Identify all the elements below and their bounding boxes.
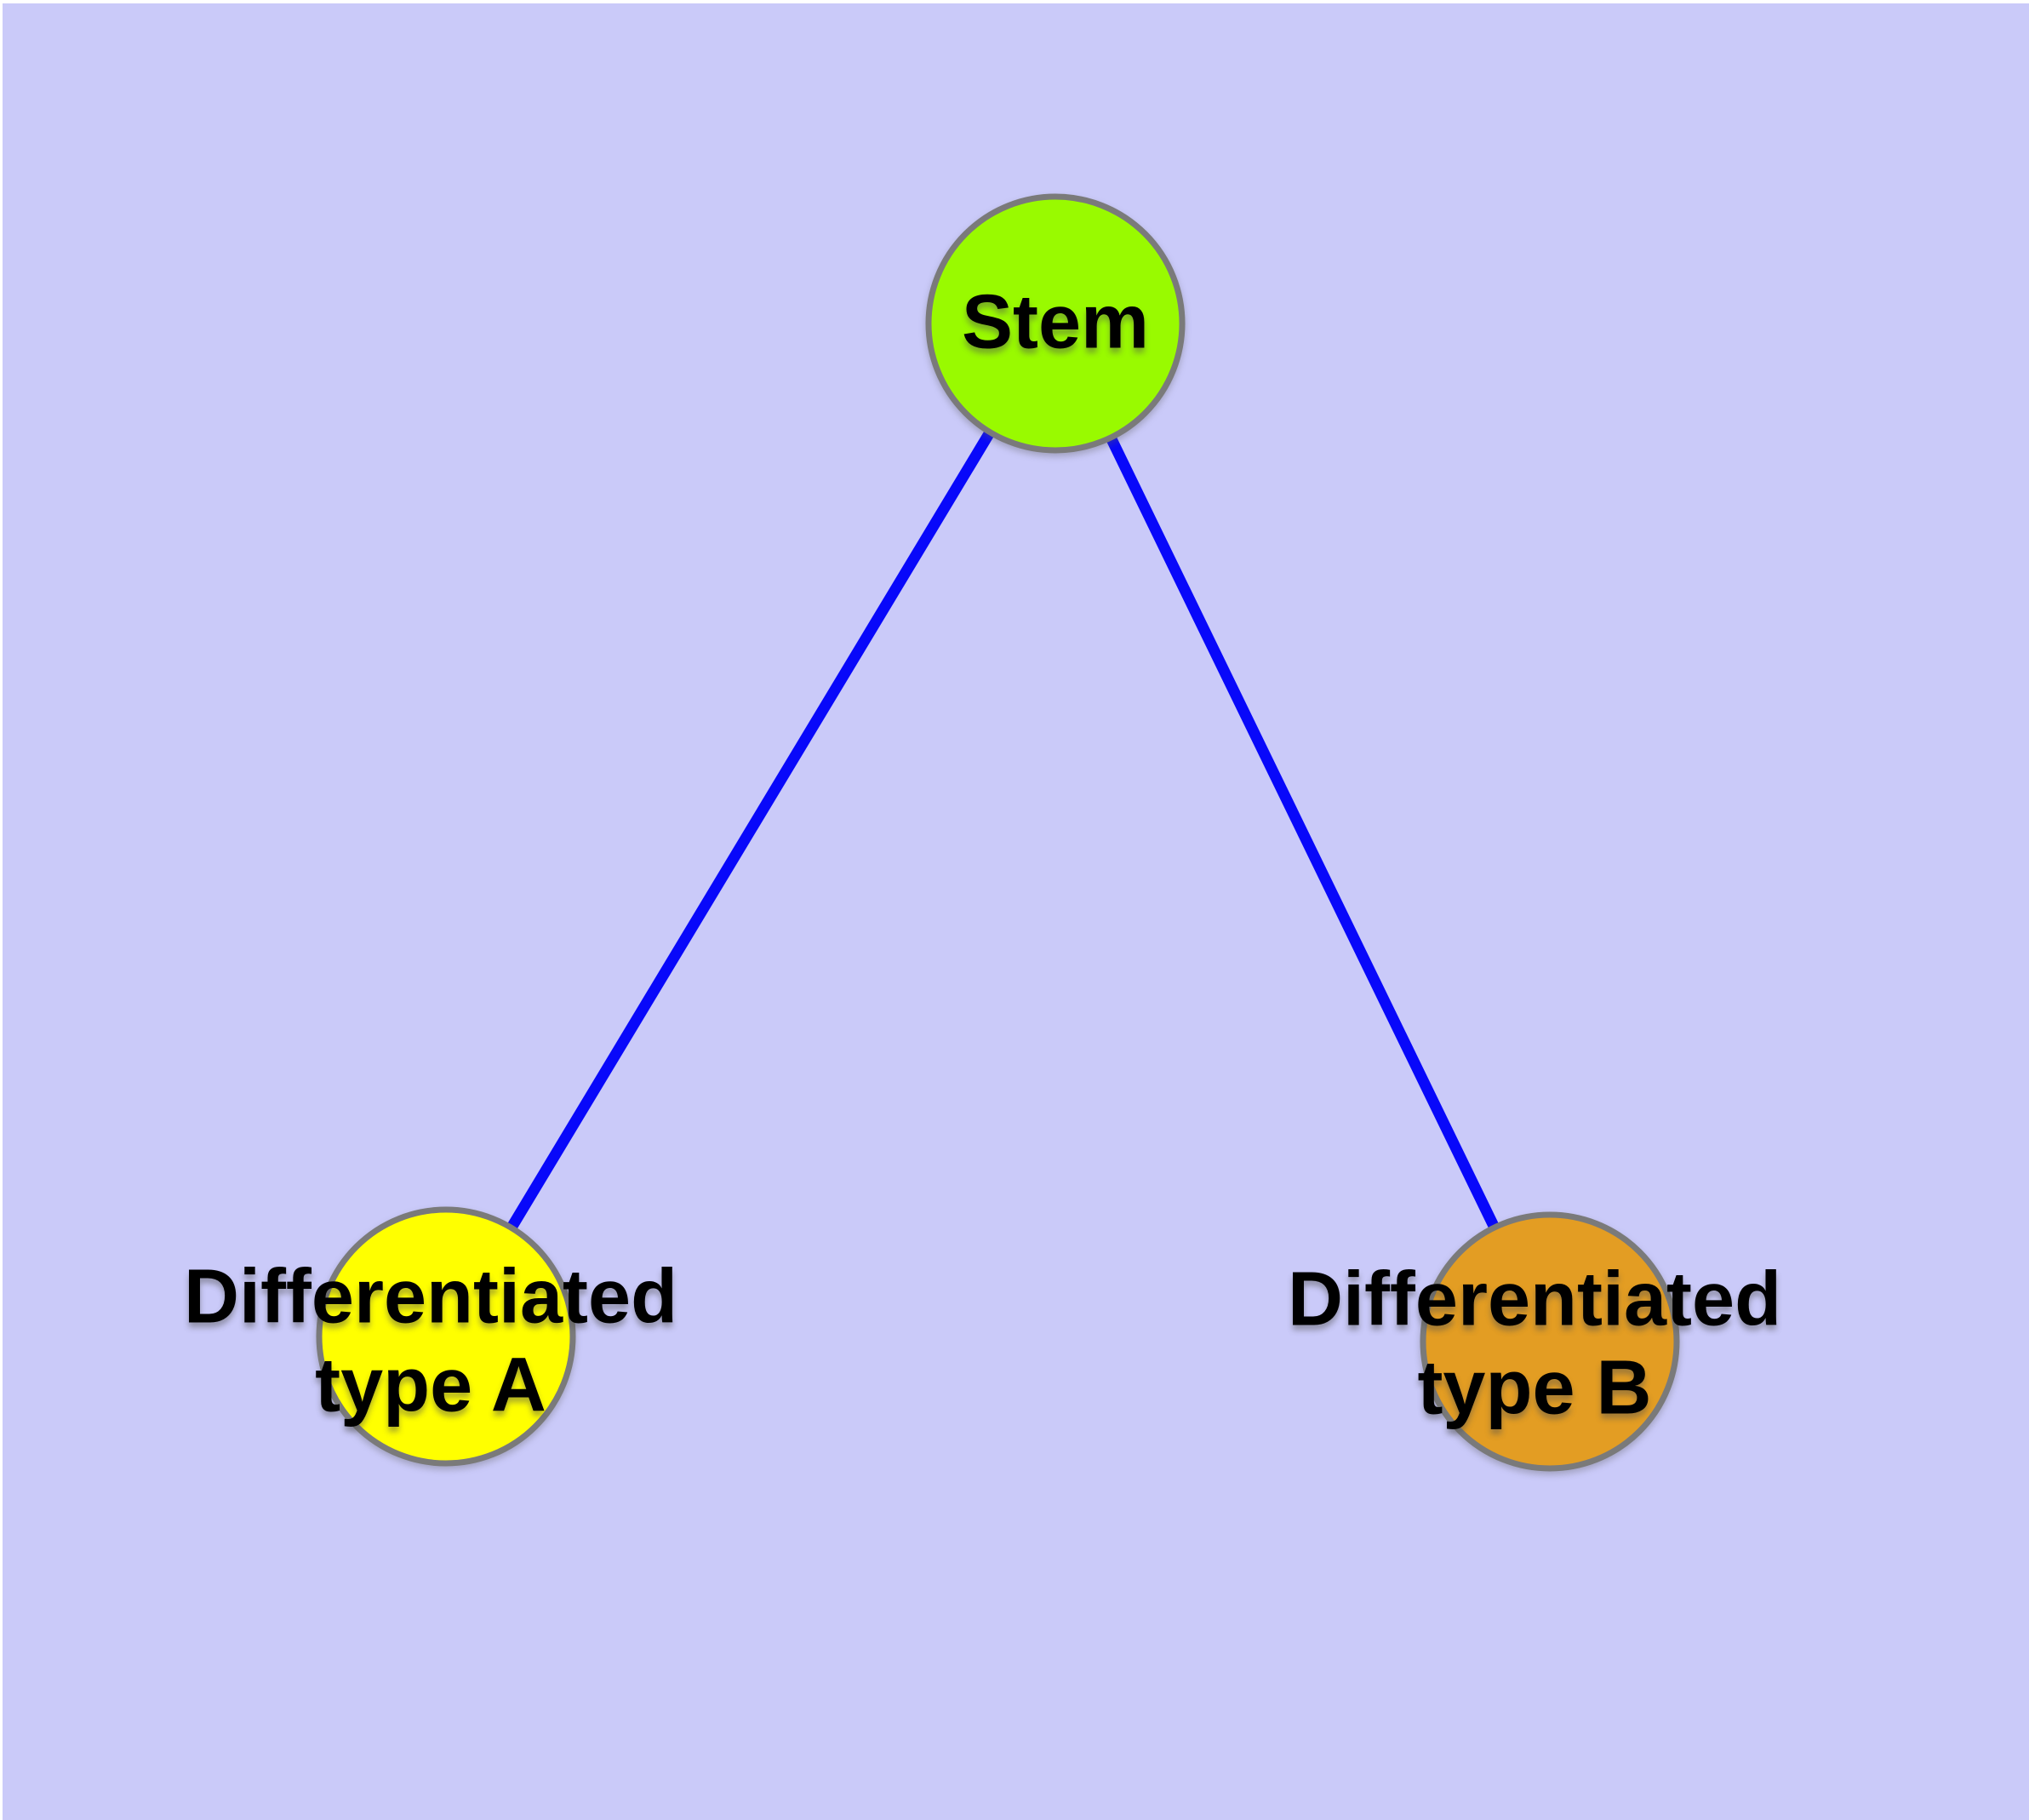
node-differentiated-type-b[interactable] [1420,1211,1680,1472]
graph-svg [316,193,1680,1472]
node-differentiated-type-a[interactable] [316,1206,576,1467]
edge-stem-to-type-a [441,320,1060,1340]
node-stem[interactable] [925,193,1186,454]
diagram-canvas: Stem Differentiated type A Differentiate… [3,3,2029,1820]
edge-stem-to-type-b [1050,321,1555,1344]
